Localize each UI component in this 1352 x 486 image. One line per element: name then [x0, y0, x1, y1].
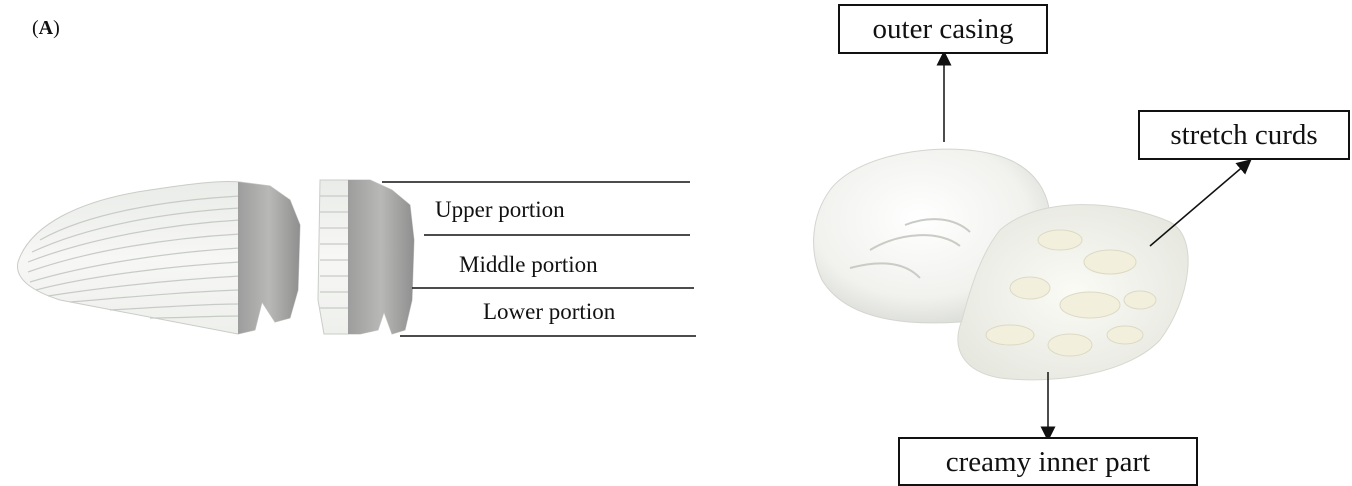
cut-face-right: [348, 180, 414, 334]
label-upper-portion: Upper portion: [435, 196, 565, 224]
label-lower-portion: Lower portion: [483, 298, 615, 326]
label-outer-casing: outer casing: [838, 4, 1048, 54]
label-middle-portion: Middle portion: [459, 251, 598, 279]
cut-face-left: [238, 182, 300, 334]
stratified-cheese-right-piece: [318, 180, 414, 334]
label-creamy-inner-part: creamy inner part: [898, 437, 1198, 486]
arrow-stretch-curds: [1150, 164, 1246, 246]
label-stretch-curds: stretch curds: [1138, 110, 1350, 160]
stratified-cheese-left-piece: [18, 181, 300, 334]
